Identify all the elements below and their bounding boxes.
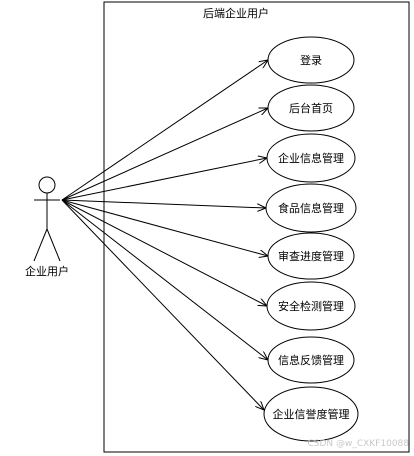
- use-case-label: 登录: [300, 53, 322, 67]
- use-case-label: 安全检测管理: [278, 299, 344, 313]
- use-case-safety-testing: 安全检测管理: [266, 281, 356, 331]
- association-line: [61, 60, 268, 201]
- use-case-label: 后台首页: [289, 101, 333, 115]
- use-case-login: 登录: [267, 36, 355, 84]
- use-case-label: 企业信誉度管理: [273, 407, 350, 421]
- use-case-ellipse: [266, 133, 356, 183]
- association-line: [61, 108, 268, 201]
- actor-label: 企业用户: [25, 264, 69, 278]
- associations: [61, 60, 268, 410]
- use-case-label: 食品信息管理: [278, 201, 344, 215]
- actor-head: [38, 176, 56, 194]
- use-case-ellipse: [263, 386, 359, 442]
- actor-left-leg: [33, 228, 48, 262]
- use-case-ellipse: [265, 183, 357, 233]
- use-case-review-progress: 审查进度管理: [267, 232, 355, 280]
- use-case-food-info: 食品信息管理: [265, 183, 357, 233]
- actor-figure: [33, 176, 61, 262]
- association-line: [61, 158, 267, 201]
- use-case-dashboard: 后台首页: [267, 84, 355, 132]
- association-line: [61, 199, 264, 410]
- system-title: 后端企业用户: [203, 6, 269, 20]
- use-case-ellipse: [266, 281, 356, 331]
- watermark-text: CSDN @w_CXKF10088: [307, 439, 409, 449]
- association-line: [61, 199, 266, 208]
- use-case-credit-rating: 企业信誉度管理: [263, 386, 359, 442]
- use-case-ellipse: [267, 232, 355, 280]
- use-case-ellipse: [267, 36, 355, 84]
- system-boundary: [103, 1, 410, 453]
- association-line: [61, 199, 268, 360]
- use-case-company-info: 企业信息管理: [266, 133, 356, 183]
- use-case-label: 信息反馈管理: [278, 353, 344, 367]
- use-case-label: 企业信息管理: [278, 151, 344, 165]
- association-line: [61, 199, 268, 256]
- actor-right-leg: [46, 228, 61, 262]
- use-case-ellipse: [267, 336, 355, 384]
- use-case-label: 审查进度管理: [278, 249, 344, 263]
- use-case-feedback: 信息反馈管理: [267, 336, 355, 384]
- use-case-ellipse: [267, 84, 355, 132]
- association-line: [61, 199, 267, 306]
